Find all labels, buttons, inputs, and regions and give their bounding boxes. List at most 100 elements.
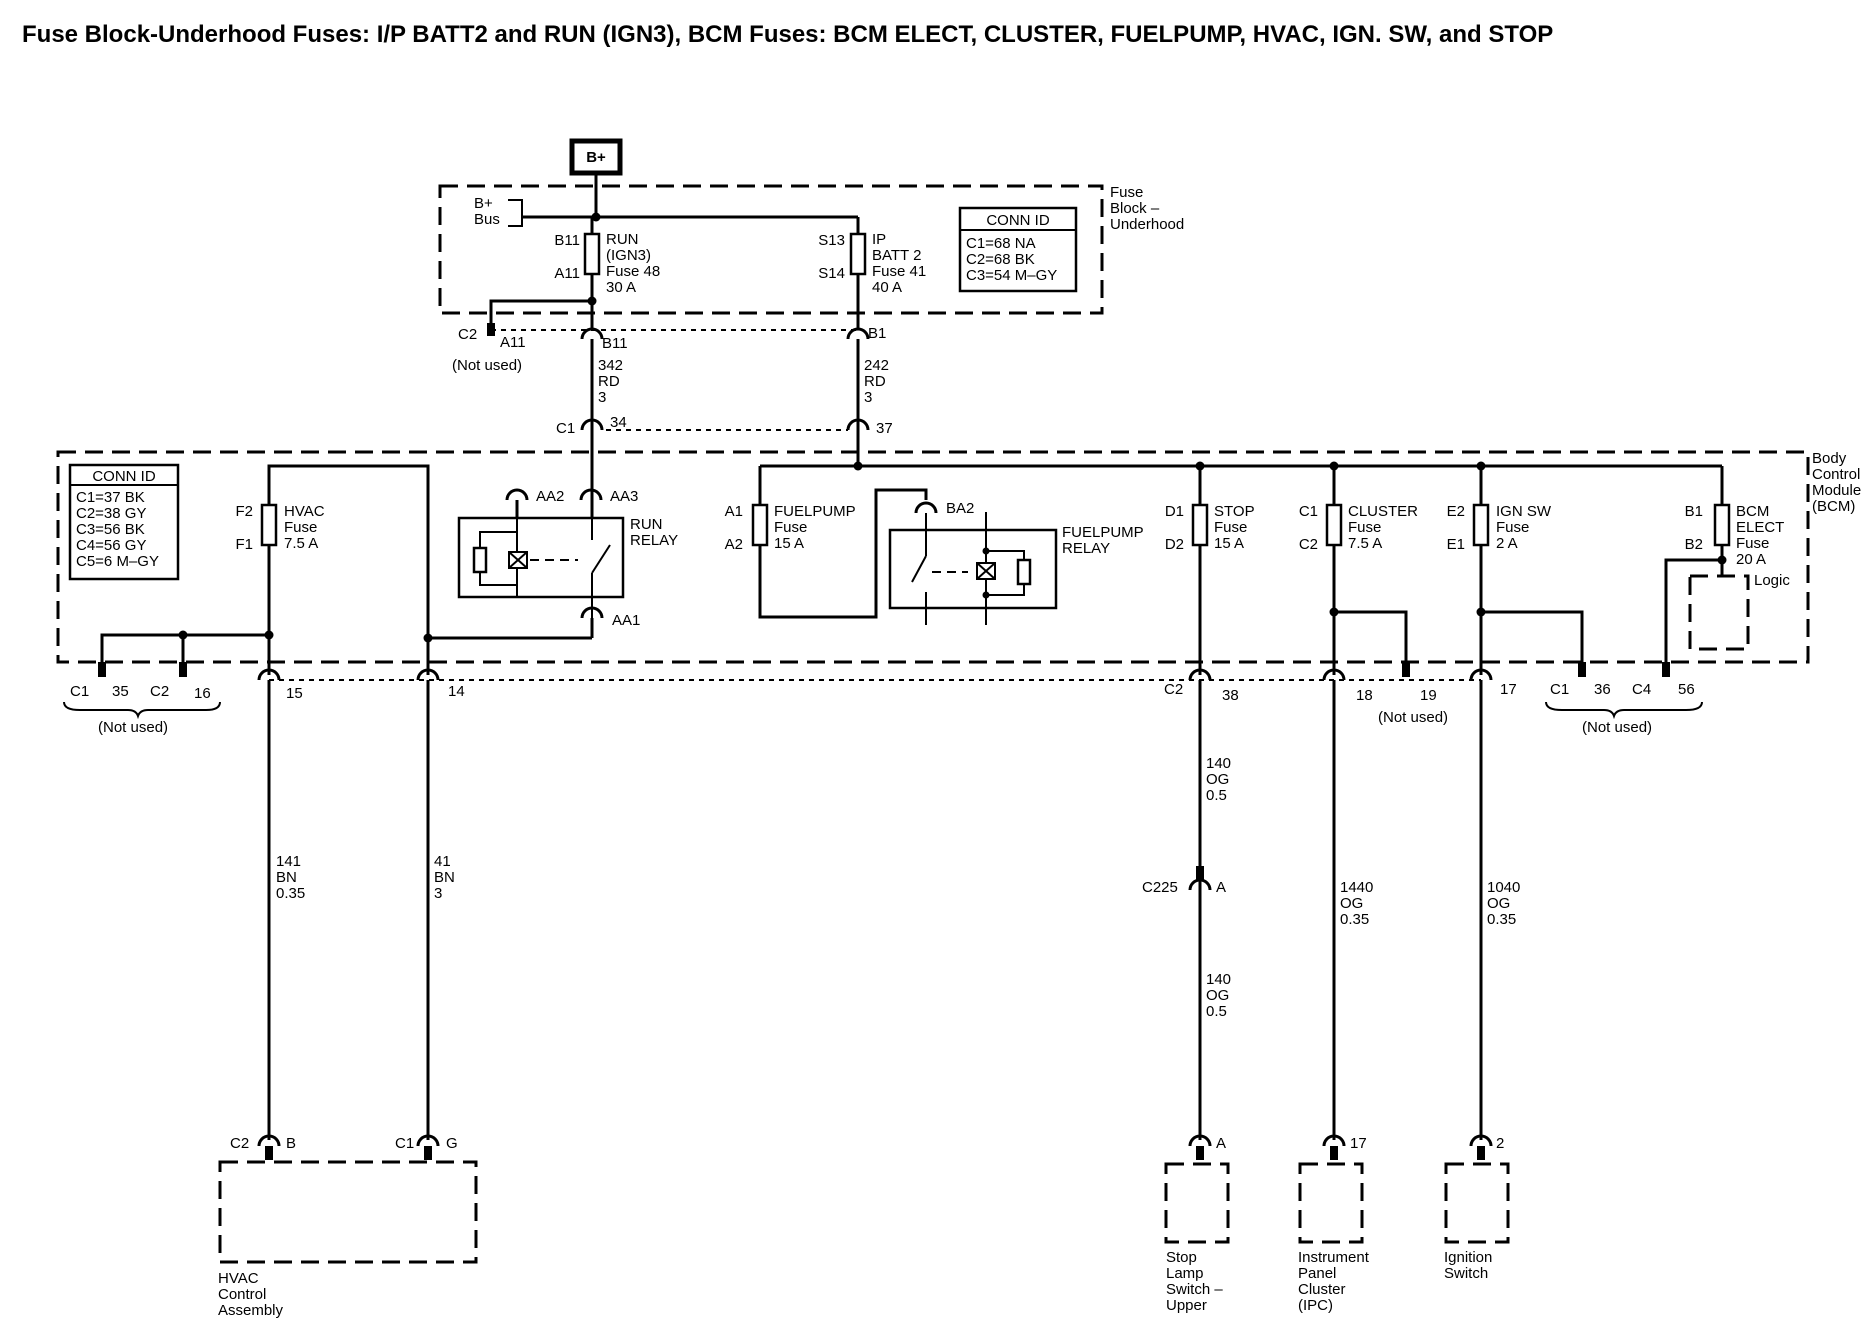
bplus-bus-label: B+ Bus [474,195,500,228]
svg-text:14: 14 [448,683,465,700]
ignition-switch: 2 Ignition Switch [1444,1134,1510,1282]
bcm-entry-connector-c1: C1 34 37 [556,414,893,466]
svg-text:D1: D1 [1165,503,1184,520]
svg-text:41 BN 3: 41 BN 3 [434,853,459,902]
svg-text:STOP Fuse 15 A: STOP Fuse 15 A [1214,503,1258,552]
svg-text:C2: C2 [458,326,477,343]
svg-text:C1: C1 [395,1135,414,1152]
wire-141: 141 BN 0.35 [267,696,305,1140]
svg-text:140 OG 0.5: 140 OG 0.5 [1206,755,1235,804]
fuse-fuelpump: A1 A2 FUELPUMP Fuse 15 A [725,466,928,619]
svg-text:Instrument Panel C: Instrument Panel Cluster (IPC) [1298,1249,1373,1314]
svg-text:C1: C1 [1550,681,1569,698]
svg-text:36: 36 [1594,681,1611,698]
run-relay: AA2 AA3 RUN RELAY AA1 [423,466,678,643]
stop-lamp-switch-upper: A Stop Lamp Switch – Upper [1164,1134,1230,1314]
svg-text:A: A [1216,1135,1226,1152]
svg-text:B: B [286,1135,296,1152]
bcm-conn-id-box: CONN ID C1=37 BK C2=38 GY C3=56 BK C4=56… [68,463,180,581]
fuse-hvac: F2 F1 HVAC Fuse 7.5 A [100,464,430,675]
svg-text:342 RD 3: 342 RD 3 [598,357,627,406]
svg-text:(Not used): (Not used) [1378,709,1448,726]
svg-text:A: A [1216,879,1226,896]
svg-text:A11: A11 [500,334,526,351]
fuse-bcm-elect: B1 B2 BCM ELECT Fuse 20 A Logic [1664,466,1790,670]
wire-1440: 1440 OG 0.35 [1332,696,1378,1140]
body-control-module: Body Control Module (BCM) CONN ID C1=37 … [56,450,1865,675]
svg-text:HVAC Control Assem: HVAC Control Assembly [218,1270,284,1319]
svg-text:C1=37 BK C2=38 GY: C1=37 BK C2=38 GY C3=56 BK C4=56 GY C5=6… [76,489,159,570]
svg-text:E2: E2 [1447,503,1465,520]
svg-text:RUN (IGN3) Fus: RUN (IGN3) Fuse 48 30 A [606,231,664,296]
svg-text:Stop Lamp Switch –: Stop Lamp Switch – Upper [1166,1249,1227,1314]
svg-text:C1: C1 [1299,503,1318,520]
svg-text:C2: C2 [1299,536,1318,553]
svg-text:CLUSTER Fuse 7: CLUSTER Fuse 7.5 A [1348,503,1422,552]
bcm-logic-label: Logic [1754,572,1790,589]
svg-text:FUELPUMP Fuse: FUELPUMP Fuse 15 A [774,503,860,552]
wire-342: 342 RD 3 [590,354,627,420]
svg-text:RUN RELAY: RUN RELAY [630,516,678,549]
svg-text:38: 38 [1222,687,1239,704]
svg-text:C1: C1 [70,683,89,700]
svg-text:242 RD 3: 242 RD 3 [864,357,893,406]
svg-text:19: 19 [1420,687,1437,704]
svg-text:B1: B1 [868,325,886,342]
underhood-conn-id-box: CONN ID C1=68 NA C2=68 BK C3=54 M–GY [958,206,1078,293]
svg-text:56: 56 [1678,681,1695,698]
fuse-block-underhood: Fuse Block – Underhood B+ Bus CONN ID C1… [438,184,1184,374]
wire-1040: 1040 OG 0.35 [1479,696,1525,1140]
svg-text:141 BN 0.35: 141 BN 0.35 [276,853,305,902]
svg-text:(Not used): (Not used) [452,357,522,374]
wire-242: 242 RD 3 [856,354,893,420]
svg-text:17: 17 [1500,681,1517,698]
svg-text:A1: A1 [725,503,743,520]
svg-text:35: 35 [112,683,129,700]
wire-140: 140 OG 0.5 140 OG 0.5 [1198,696,1235,1140]
svg-text:S14: S14 [818,265,845,282]
svg-text:34: 34 [610,414,627,431]
svg-text:B2: B2 [1685,536,1703,553]
bcm-label: Body Control Module (BCM) [1812,450,1865,515]
fuelpump-relay: BA2 FUELPUMP RELAY [888,500,1148,625]
svg-text:16: 16 [194,685,211,702]
svg-text:BA2: BA2 [946,500,974,517]
svg-text:Ignition Switch: Ignition Switch [1444,1249,1497,1282]
svg-text:FUELPUMP RELAY: FUELPUMP RELAY [1062,524,1148,557]
svg-text:E1: E1 [1447,536,1465,553]
svg-text:37: 37 [876,420,893,437]
svg-text:17: 17 [1350,1135,1367,1152]
fuse-block-underhood-label: Fuse Block – Underhood [1110,184,1184,233]
battery-source-label: B+ [586,149,606,166]
bcm-bottom-connectors: C1 35 C2 16 15 14 (Not used) C2 38 18 19… [63,662,1703,736]
hvac-control-assembly: C2 B C1 G HVAC Control Assembly [218,1134,478,1319]
svg-text:C4: C4 [1632,681,1651,698]
svg-text:F1: F1 [235,536,253,553]
svg-text:C2: C2 [230,1135,249,1152]
svg-text:HVAC Fuse 7.5: HVAC Fuse 7.5 A [284,503,329,552]
svg-text:BCM ELECT Fuse: BCM ELECT Fuse 20 A [1736,503,1788,568]
svg-text:CONN ID: CONN ID [92,468,156,485]
svg-text:15: 15 [286,685,303,702]
svg-text:G: G [446,1135,458,1152]
bcm-logic-block [1688,574,1750,651]
svg-text:1440 OG 0.35: 1440 OG 0.35 [1340,879,1378,928]
fuse-cluster: C1 C2 CLUSTER Fuse 7.5 A [1299,466,1422,675]
instrument-panel-cluster: 17 Instrument Panel Cluster (IPC) [1298,1134,1373,1314]
fuse-ign-sw: E2 E1 IGN SW Fuse 2 A [1447,466,1584,675]
svg-text:C1=68 NA C2=68 BK: C1=68 NA C2=68 BK C3=54 M–GY [966,235,1057,284]
svg-text:IGN SW Fuse 2: IGN SW Fuse 2 A [1496,503,1555,552]
fuse-stop: D1 D2 STOP Fuse 15 A [1165,466,1258,675]
svg-text:S13: S13 [818,232,845,249]
svg-text:C1: C1 [556,420,575,437]
svg-text:A2: A2 [725,536,743,553]
wire-41: 41 BN 3 [426,696,459,1140]
svg-text:2: 2 [1496,1135,1504,1152]
inline-connector-c225: C225 A [1142,866,1226,896]
svg-text:B11: B11 [602,335,628,352]
svg-text:AA2: AA2 [536,488,564,505]
svg-text:CONN ID: CONN ID [986,212,1050,229]
svg-text:18: 18 [1356,687,1373,704]
svg-text:1040 OG 0.35: 1040 OG 0.35 [1487,879,1525,928]
